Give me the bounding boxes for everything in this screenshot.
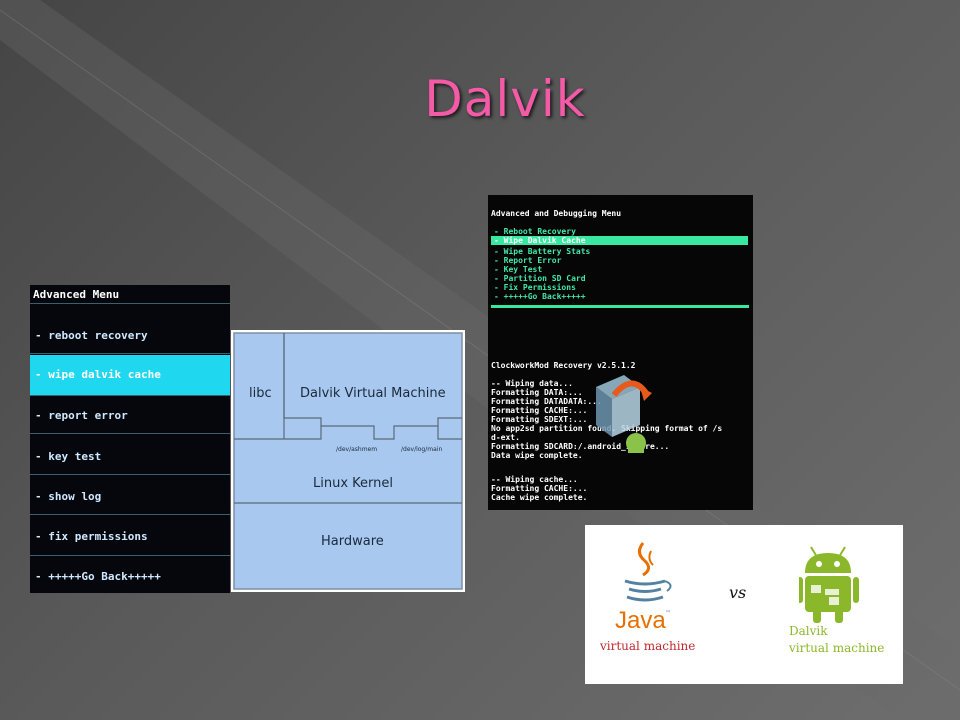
divider bbox=[30, 555, 230, 556]
cwm-log-line: d-ext. bbox=[491, 433, 520, 442]
cwm-log-line: Formatting SDCARD:/.android_secure... bbox=[491, 442, 670, 451]
divider bbox=[30, 514, 230, 515]
cwm-version: ClockworkMod Recovery v2.5.1.2 bbox=[491, 361, 636, 370]
cwm-log-line: Formatting CACHE:... bbox=[491, 406, 588, 415]
divider bbox=[30, 303, 230, 304]
cwm-option-label: - Wipe Dalvik Cache bbox=[494, 236, 586, 245]
java-trademark: ™ bbox=[665, 610, 671, 617]
menu-item-wipe-dalvik-cache[interactable]: - wipe dalvik cache bbox=[30, 355, 230, 395]
divider bbox=[30, 353, 230, 354]
cwm-option-reboot[interactable]: - Reboot Recovery bbox=[494, 227, 576, 236]
java-wordmark: Java bbox=[615, 607, 666, 634]
cwm-log-line: Formatting CACHE:... bbox=[491, 484, 588, 493]
divider bbox=[30, 474, 230, 475]
dvm-label: Dalvik Virtual Machine bbox=[300, 386, 446, 401]
dalvik-caption-name: Dalvik bbox=[789, 624, 828, 638]
java-vm-caption: virtual machine bbox=[600, 639, 696, 653]
menu-item-reboot-recovery[interactable]: - reboot recovery bbox=[35, 329, 148, 342]
divider bbox=[30, 433, 230, 434]
hardware-label: Hardware bbox=[321, 534, 384, 549]
cwm-option-wipe-dalvik[interactable]: - Wipe Dalvik Cache bbox=[491, 236, 748, 245]
advanced-menu-heading: Advanced Menu bbox=[33, 288, 120, 301]
menu-item-show-log[interactable]: - show log bbox=[35, 490, 102, 503]
kernel-label: Linux Kernel bbox=[313, 476, 393, 491]
menu-item-go-back[interactable]: - +++++Go Back+++++ bbox=[35, 570, 161, 583]
menu-item-key-test[interactable]: - key test bbox=[35, 450, 102, 463]
logmain-label: /dev/log/main bbox=[401, 446, 443, 453]
architecture-diagram: libc Dalvik Virtual Machine /dev/ashmem … bbox=[231, 330, 465, 592]
cwm-log-line: Formatting DATA:... bbox=[491, 388, 583, 397]
installer-box-icon bbox=[596, 375, 652, 453]
cwm-divider bbox=[491, 305, 749, 308]
cwm-log-line: Cache wipe complete. bbox=[491, 493, 588, 502]
cwm-log-line: Formatting SDEXT:... bbox=[491, 415, 588, 424]
java-cup-logo bbox=[624, 542, 672, 602]
cwm-recovery-photo: Advanced and Debugging Menu - Reboot Rec… bbox=[488, 195, 753, 510]
cwm-option-fix-perms[interactable]: - Fix Permissions bbox=[494, 283, 576, 292]
menu-item-fix-permissions[interactable]: - fix permissions bbox=[35, 530, 148, 543]
android-robot-logo bbox=[799, 546, 859, 623]
slide-title: Dalvik bbox=[424, 70, 586, 128]
cwm-menu-heading: Advanced and Debugging Menu bbox=[491, 209, 622, 218]
menu-item-label: - wipe dalvik cache bbox=[35, 368, 161, 381]
cwm-log-line: Formatting DATADATA:... bbox=[491, 397, 602, 406]
cwm-option-battery[interactable]: - Wipe Battery Stats bbox=[494, 247, 591, 256]
versus-label: vs bbox=[729, 583, 747, 602]
divider bbox=[30, 395, 230, 396]
menu-item-report-error[interactable]: - report error bbox=[35, 409, 128, 422]
libc-label: libc bbox=[249, 386, 272, 401]
dalvik-caption-vm: virtual machine bbox=[789, 641, 885, 655]
cwm-log-line: Data wipe complete. bbox=[491, 451, 583, 460]
cwm-log-line: -- Wiping data... bbox=[491, 379, 573, 388]
cwm-log-line: -- Wiping cache... bbox=[491, 475, 578, 484]
cwm-option-partition[interactable]: - Partition SD Card bbox=[494, 274, 586, 283]
ashmem-label: /dev/ashmem bbox=[336, 446, 378, 453]
architecture-diagram-drawing bbox=[233, 332, 463, 590]
cwm-option-go-back[interactable]: - +++++Go Back+++++ bbox=[494, 292, 586, 301]
java-vs-dalvik-panel: Java ™ virtual machine vs Dalvik virtual… bbox=[585, 525, 903, 684]
advanced-menu-photo: Advanced Menu - reboot recovery - wipe d… bbox=[30, 285, 230, 593]
cwm-option-report[interactable]: - Report Error bbox=[494, 256, 562, 265]
cwm-option-key-test[interactable]: - Key Test bbox=[494, 265, 543, 274]
